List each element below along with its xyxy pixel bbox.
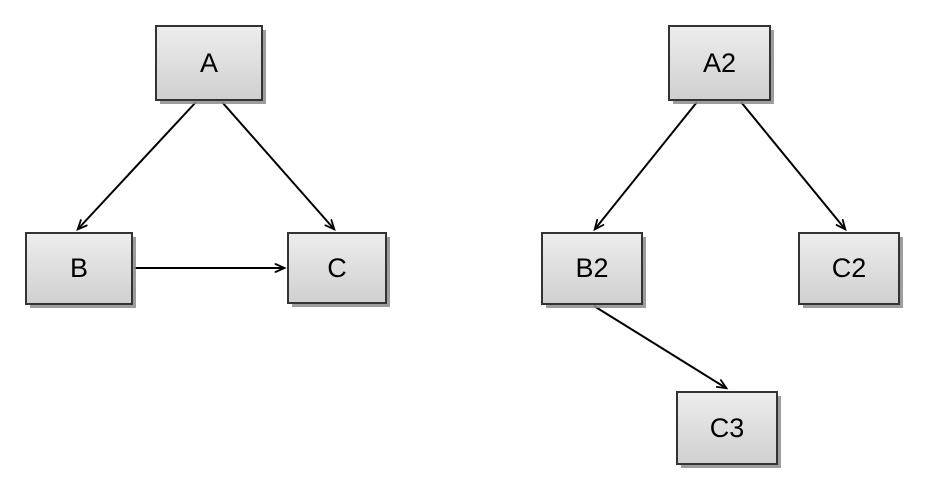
node-a[interactable]: A <box>155 25 263 101</box>
node-b2[interactable]: B2 <box>541 232 643 305</box>
node-c3-label: C3 <box>709 412 745 443</box>
edge-a-to-c <box>221 101 336 232</box>
node-b2-label: B2 <box>575 253 609 283</box>
node-c2[interactable]: C2 <box>798 232 900 305</box>
node-b-label: B <box>69 253 88 283</box>
node-c2-label: C2 <box>831 253 867 283</box>
node-c3[interactable]: C3 <box>676 391 778 465</box>
edge-a-to-b <box>76 101 197 231</box>
node-a-label: A <box>199 47 218 78</box>
node-a2-label: A2 <box>702 47 737 78</box>
edge-b2-to-c3 <box>593 305 729 390</box>
edge-a2-to-c2 <box>740 101 847 232</box>
node-a2[interactable]: A2 <box>668 25 771 101</box>
node-b[interactable]: B <box>25 232 133 305</box>
node-c-label: C <box>327 252 347 283</box>
edge-a2-to-b2 <box>593 101 698 232</box>
node-c[interactable]: C <box>287 232 387 304</box>
